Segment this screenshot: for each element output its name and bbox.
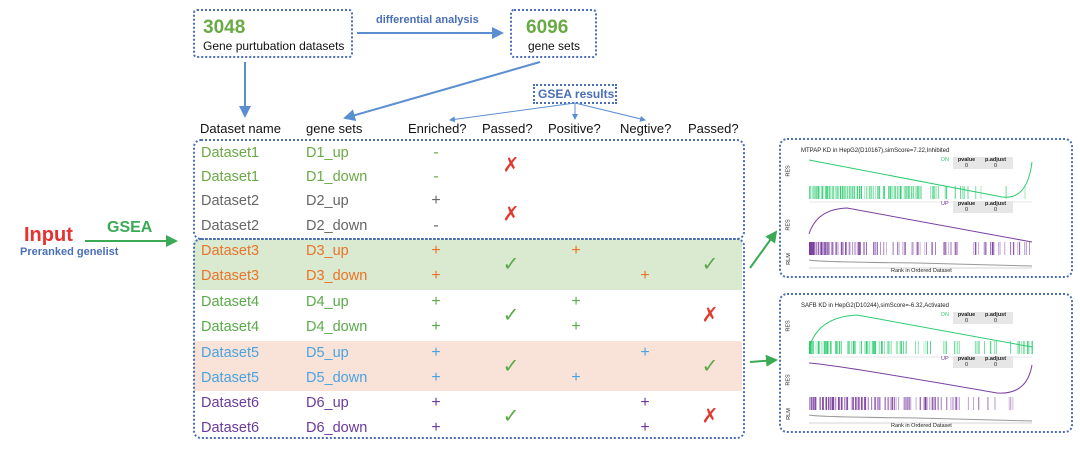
dataset-name: Dataset3 [201, 268, 259, 284]
dataset-name: Dataset4 [201, 319, 259, 335]
enriched-mark: + [431, 192, 440, 210]
gene-set: D2_up [306, 193, 349, 209]
gsea-plot: SAFB KD in HepG2(D10244),simScore=-6.32,… [779, 293, 1073, 433]
pvalue: 0 [953, 318, 981, 324]
stats-table: UP pvaluep.adjust00 [941, 201, 1041, 213]
input-subtitle: Preranked genelist [20, 246, 118, 258]
stats-table: DN pvaluep.adjust00 [941, 312, 1041, 324]
stats-table: DN pvaluep.adjust00 [941, 157, 1041, 169]
enriched-mark: + [431, 369, 440, 387]
pvalue: 0 [953, 362, 981, 368]
check-icon: ✓ [503, 251, 520, 276]
column-header: Negtive? [620, 121, 671, 136]
dataset-name: Dataset5 [201, 370, 259, 386]
ylabel-rlm: RLM [786, 253, 792, 265]
column-header: Dataset name [200, 121, 281, 136]
ylabel-rlm: RLM [786, 408, 792, 420]
cross-icon: ✗ [503, 153, 520, 178]
set-label: UP [941, 201, 951, 207]
dataset-name: Dataset2 [201, 218, 259, 234]
enriched-mark: + [431, 318, 440, 336]
check-icon: ✓ [503, 353, 520, 378]
gene-set: D5_down [306, 370, 367, 386]
enriched-mark: - [433, 168, 438, 186]
gene-set: D4_down [306, 319, 367, 335]
set-label: DN [941, 157, 951, 163]
gene-set: D6_up [306, 395, 349, 411]
padjust: 0 [981, 163, 1011, 169]
dataset-name: Dataset1 [201, 169, 259, 185]
gene-set: D2_down [306, 218, 367, 234]
negative-mark: + [640, 394, 649, 412]
ylabel-es: RES [786, 374, 792, 385]
gsea-plot: MTPAP KD in HepG2(D10167),simScore=7.22,… [779, 138, 1073, 278]
dataset-name: Dataset6 [201, 420, 259, 436]
check-icon: ✓ [702, 353, 719, 378]
padjust: 0 [981, 362, 1011, 368]
check-icon: ✓ [702, 251, 719, 276]
stats-table: UP pvaluep.adjust00 [941, 356, 1041, 368]
ylabel-es: RES [786, 165, 792, 176]
pvalue: 0 [953, 207, 981, 213]
gene-set: D3_down [306, 268, 367, 284]
negative-mark: + [640, 267, 649, 285]
enriched-mark: - [433, 217, 438, 235]
column-header: Positive? [548, 121, 601, 136]
check-icon: ✓ [503, 302, 520, 327]
column-header: Enriched? [408, 121, 467, 136]
cross-icon: ✗ [503, 201, 520, 226]
ylabel-es: RES [786, 320, 792, 331]
input-title: Input [24, 224, 73, 247]
cross-icon: ✗ [702, 302, 719, 327]
positive-mark: + [571, 369, 580, 387]
enriched-mark: + [431, 267, 440, 285]
positive-mark: + [571, 242, 580, 260]
padjust: 0 [981, 207, 1011, 213]
pvalue: 0 [953, 163, 981, 169]
set-label: UP [941, 356, 951, 362]
xlabel: Rank in Ordered Dataset [891, 268, 952, 274]
gene-set: D6_down [306, 420, 367, 436]
enriched-mark: + [431, 419, 440, 437]
group-enriched [193, 238, 745, 439]
gene-set: D5_up [306, 345, 349, 361]
gene-set: D4_up [306, 294, 349, 310]
gsea-arrow-label: GSEA [107, 219, 152, 237]
cross-icon: ✗ [702, 403, 719, 428]
dataset-name: Dataset6 [201, 395, 259, 411]
arrow-genesets [345, 62, 540, 118]
group-failed [193, 139, 745, 240]
enriched-mark: + [431, 242, 440, 260]
dataset-name: Dataset5 [201, 345, 259, 361]
enriched-mark: + [431, 293, 440, 311]
ylabel-es: RES [786, 219, 792, 230]
positive-mark: + [571, 318, 580, 336]
gene-set: D1_down [306, 169, 367, 185]
negative-mark: + [640, 419, 649, 437]
dataset-name: Dataset4 [201, 294, 259, 310]
gene-set: D3_up [306, 243, 349, 259]
column-header: Passed? [482, 121, 533, 136]
xlabel: Rank in Ordered Dataset [891, 423, 952, 429]
positive-mark: + [571, 293, 580, 311]
padjust: 0 [981, 318, 1011, 324]
column-header: Passed? [688, 121, 739, 136]
gene-set: D1_up [306, 145, 349, 161]
dataset-name: Dataset1 [201, 145, 259, 161]
enriched-mark: + [431, 394, 440, 412]
enriched-mark: - [433, 144, 438, 162]
column-header: gene sets [306, 121, 362, 136]
dataset-name: Dataset2 [201, 193, 259, 209]
check-icon: ✓ [503, 403, 520, 428]
dataset-name: Dataset3 [201, 243, 259, 259]
enriched-mark: + [431, 344, 440, 362]
set-label: DN [941, 312, 951, 318]
negative-mark: + [640, 344, 649, 362]
